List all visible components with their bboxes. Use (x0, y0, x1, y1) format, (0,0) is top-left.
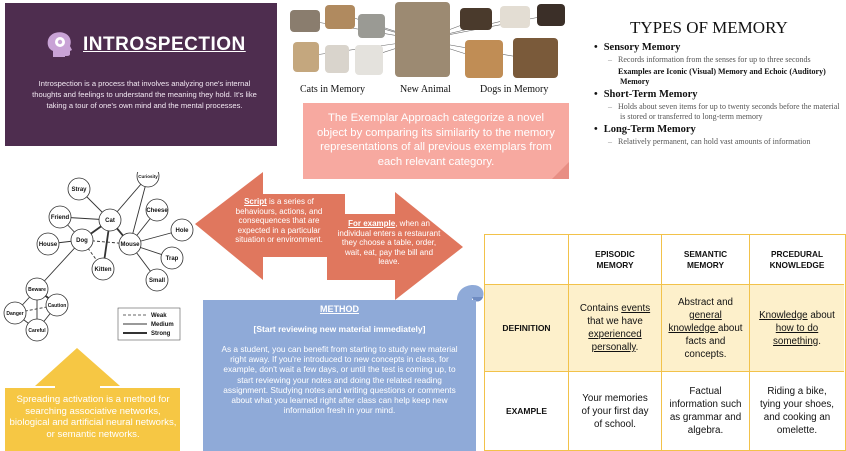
label-trap: Trap (166, 256, 179, 262)
cat-photo (325, 45, 349, 73)
legend-strong: Strong (151, 331, 171, 337)
script-definition: Script is a series of behaviours, action… (232, 197, 326, 245)
dog-photo (513, 38, 558, 78)
dog-photo (460, 8, 492, 30)
label-careful: Careful (28, 328, 46, 334)
label-small: Small (149, 278, 165, 284)
short-term-memory-heading: Short-Term Memory (594, 89, 840, 100)
label-mouse: Mouse (120, 242, 140, 248)
introspection-title: INTROSPECTION (83, 34, 246, 55)
node-dog (70, 228, 94, 252)
label-caution: Caution (48, 303, 67, 309)
introspection-header: INTROSPECTION (43, 29, 246, 61)
spreading-activation-arrow (5, 348, 180, 451)
exemplar-photos: Cats in Memory New Animal Dogs in Memory (285, 0, 570, 100)
method-subtitle: [Start reviewing new material immediatel… (253, 324, 426, 334)
cat-photo (325, 5, 355, 29)
caption-cats: Cats in Memory (300, 84, 365, 95)
node-kitten (91, 257, 115, 281)
method-body: As a student, you can benefit from start… (221, 344, 458, 416)
node-danger (3, 301, 27, 325)
label-stray: Stray (71, 187, 87, 193)
semantic-network-diagram: Stray Curiosity Friend Cat Cheese House … (3, 172, 194, 342)
node-curiosity (136, 172, 160, 188)
example-label: EXAMPLE (485, 372, 569, 450)
network-legend: Weak Medium Strong (117, 307, 181, 341)
introspection-body: Introspection is a process that involves… (32, 79, 257, 110)
cat-photo (290, 10, 320, 32)
introspection-card: INTROSPECTION Introspection is a process… (5, 3, 277, 146)
cat-photo (358, 14, 385, 38)
def-procedural: Knowledge about how to do something. (750, 285, 844, 372)
ex-episodic: Your memories of your first day of schoo… (569, 372, 662, 450)
script-arrows (195, 172, 463, 300)
exemplar-approach-box: The Exemplar Approach categorize a novel… (303, 103, 569, 179)
table-header-row: EPISODIC MEMORY SEMANTIC MEMORY PRCEDURA… (485, 235, 845, 285)
header-procedural: PRCEDURAL KNOWLEDGE (750, 235, 844, 285)
spreading-activation-text: Spreading activation is a method for sea… (9, 394, 177, 440)
label-danger: Danger (6, 311, 23, 317)
node-cheese (145, 198, 169, 222)
script-word: Script (244, 197, 267, 206)
definition-label: DEFINITION (485, 285, 569, 372)
node-mouse (118, 232, 142, 256)
label-house: House (39, 242, 58, 248)
right-arrow (327, 192, 463, 300)
types-title: TYPES OF MEMORY (630, 18, 788, 37)
long-term-memory-desc: Relatively permanent, can hold vast amou… (608, 137, 840, 147)
new-animal-photo (395, 2, 450, 77)
header-semantic: SEMANTIC MEMORY (662, 235, 750, 285)
dog-photo (465, 40, 503, 78)
script-rest: is a series of behaviours, actions, and … (235, 197, 323, 244)
label-cat: Cat (105, 218, 115, 224)
label-friend: Friend (51, 215, 70, 221)
short-term-memory-desc: Holds about seven items for up to twenty… (608, 102, 840, 122)
node-small (145, 268, 169, 292)
node-careful (25, 318, 49, 342)
for-example-word: For example (348, 219, 396, 228)
node-cat (98, 208, 122, 232)
caption-dogs: Dogs in Memory (480, 84, 549, 95)
label-curiosity: Curiosity (138, 174, 158, 179)
node-beware (25, 277, 49, 301)
for-example-rest: , when an individual enters a restaurant… (337, 219, 441, 266)
types-of-memory: TYPES OF MEMORY Sensory Memory Records i… (590, 18, 840, 147)
node-hole (170, 218, 194, 242)
cat-photo (355, 45, 383, 75)
left-arrow (195, 172, 345, 280)
node-friend (48, 205, 72, 229)
def-semantic: Abstract and general knowledge about fac… (662, 285, 750, 372)
table-definition-row: DEFINITION Contains events that we have … (485, 285, 845, 372)
label-kitten: Kitten (95, 267, 112, 273)
table-corner (485, 235, 569, 285)
caption-new-animal: New Animal (400, 84, 451, 95)
label-hole: Hole (175, 228, 189, 234)
brain-head-icon (47, 32, 72, 57)
sensory-memory-heading: Sensory Memory (594, 42, 840, 53)
ex-semantic: Factual information such as grammar and … (662, 372, 750, 450)
method-box: METHOD [Start reviewing new material imm… (203, 300, 476, 451)
node-house (36, 232, 60, 256)
node-trap (160, 246, 184, 270)
memory-types-table: EPISODIC MEMORY SEMANTIC MEMORY PRCEDURA… (484, 234, 846, 451)
dog-photo (537, 4, 565, 26)
cat-photo (293, 42, 319, 72)
header-episodic: EPISODIC MEMORY (569, 235, 662, 285)
def-episodic: Contains events that we have experienced… (569, 285, 662, 372)
dog-photo (500, 6, 530, 28)
label-beware: Beware (28, 287, 46, 293)
legend-medium: Medium (151, 322, 174, 328)
long-term-memory-heading: Long-Term Memory (594, 124, 840, 135)
label-cheese: Cheese (146, 208, 168, 214)
for-example-text: For example, when an individual enters a… (336, 219, 442, 267)
table-example-row: EXAMPLE Your memories of your first day … (485, 372, 845, 450)
method-title: METHOD (320, 304, 359, 314)
node-caution (45, 293, 69, 317)
label-dog: Dog (76, 238, 88, 244)
legend-weak: Weak (151, 313, 167, 319)
sensory-memory-desc: Records information from the senses for … (608, 55, 840, 65)
node-stray (67, 177, 91, 201)
sensory-memory-examples: Examples are Iconic (Visual) Memory and … (608, 67, 840, 87)
ex-procedural: Riding a bike, tying your shoes, and coo… (750, 372, 844, 450)
